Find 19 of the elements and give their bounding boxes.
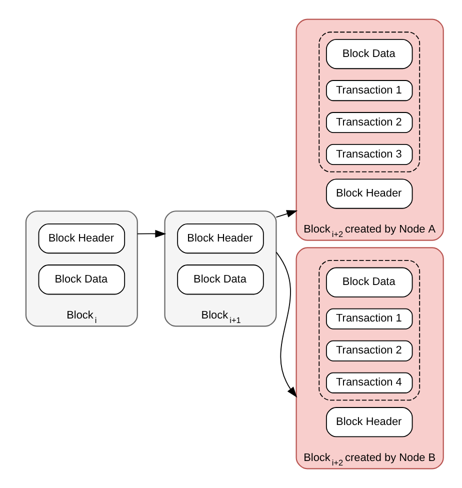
cluster — [318, 260, 420, 401]
cluster — [318, 32, 420, 172]
node-box: Block Header — [326, 407, 413, 438]
node-box: Transaction 2 — [326, 340, 413, 362]
node-box: Block Header — [326, 178, 413, 209]
node-box: Transaction 1 — [326, 308, 413, 330]
node-box: Block Header — [177, 223, 264, 254]
node-box: Block Data — [326, 38, 413, 70]
node-box: Transaction 3 — [326, 144, 413, 165]
node-box: Block Data — [326, 267, 413, 298]
node-box: Block Data — [38, 264, 126, 295]
arrow — [276, 210, 298, 218]
node-box: Transaction 4 — [326, 372, 413, 394]
node-box: Block Data — [177, 264, 264, 295]
node-box: Transaction 2 — [326, 112, 413, 134]
arrow — [136, 230, 166, 238]
node-box: Block Header — [38, 223, 126, 254]
arrow — [276, 252, 298, 398]
node-box: Transaction 1 — [326, 80, 413, 102]
